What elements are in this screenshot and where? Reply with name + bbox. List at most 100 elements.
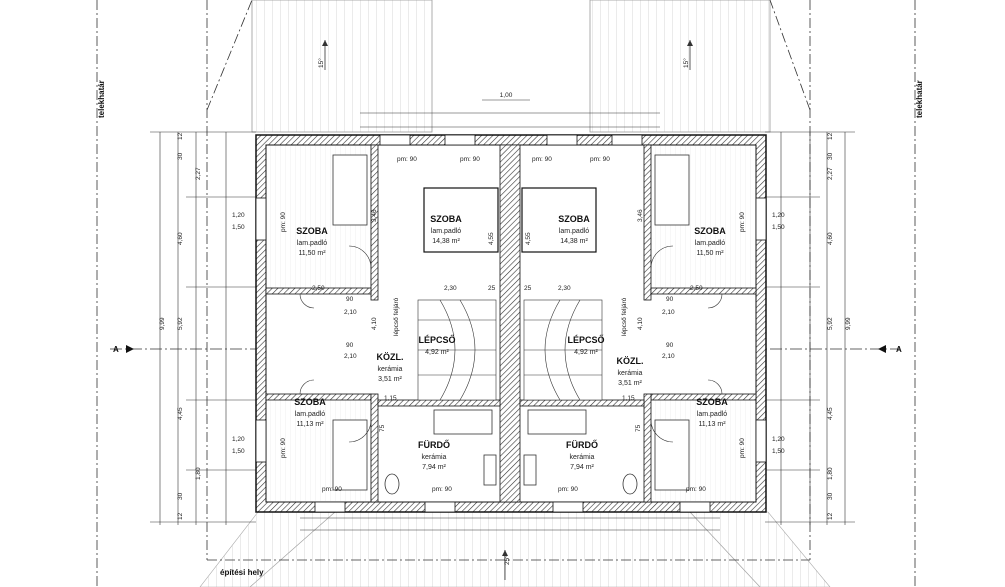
windows xyxy=(255,134,767,513)
dim-left-012a: 12 xyxy=(177,132,184,140)
dim-int-90-left-b: 90 xyxy=(346,342,354,349)
room-szoba-bot-left: SZOBA lam.padló 11,13 m² xyxy=(294,397,326,428)
roof-angle-bottom: 25° xyxy=(503,555,511,565)
dim-int-250-right: 2,50 xyxy=(690,285,703,292)
room-name: KÖZL. xyxy=(377,352,404,362)
dim-left-460: 4,60 xyxy=(177,232,184,245)
room-szoba-top-left: SZOBA lam.padló 11,50 m² xyxy=(296,226,328,257)
stair-right xyxy=(523,299,603,401)
dimension-chain-top xyxy=(360,99,660,128)
dim-int-410-left: 4,10 xyxy=(371,317,378,330)
room-area: 11,13 m² xyxy=(296,421,324,428)
dim-left-227: 2,27 xyxy=(195,167,202,180)
dim-int-410-right: 4,10 xyxy=(637,317,644,330)
dim-left-999: 9,99 xyxy=(159,317,166,330)
room-kozl-right: KÖZL. kerámia 3,51 m² xyxy=(617,356,644,387)
dim-right-012b: 12 xyxy=(827,512,834,520)
room-name: SZOBA xyxy=(694,226,726,236)
stair-box-right: lépcső feljáró xyxy=(621,297,628,336)
room-floor: kerámia xyxy=(618,370,643,377)
room-name: KÖZL. xyxy=(617,356,644,366)
furniture xyxy=(332,154,690,495)
room-floor: lam.padló xyxy=(697,411,727,418)
dim-left-030a: 30 xyxy=(177,152,184,160)
pm90-top-1: pm: 90 xyxy=(397,156,417,163)
pm90-side-4: pm: 90 xyxy=(739,438,746,458)
pm90-top-2: pm: 90 xyxy=(460,156,480,163)
dim-right-445: 4,45 xyxy=(827,407,834,420)
room-lepcso-right: LÉPCSŐ 4,92 m² xyxy=(567,334,604,356)
dim-left-150b: 1,50 xyxy=(232,448,245,455)
door-swings xyxy=(299,245,723,443)
room-floor: lam.padló xyxy=(295,411,325,418)
dimension-chain-bottom xyxy=(300,517,720,531)
dim-left-120b: 1,20 xyxy=(232,436,245,443)
pm90-top-4: pm: 90 xyxy=(590,156,610,163)
dim-right-012a: 12 xyxy=(827,132,834,140)
dim-left-592: 5,92 xyxy=(177,317,184,330)
room-area: 14,38 m² xyxy=(432,238,460,245)
stair-left xyxy=(417,299,497,401)
dim-int-25-right: 25 xyxy=(524,285,532,292)
room-name: LÉPCSŐ xyxy=(567,334,604,345)
dim-int-75-left: 75 xyxy=(379,424,386,432)
room-frame-mid-right xyxy=(521,187,597,253)
dimension-chain-right xyxy=(765,131,855,525)
dim-right-150b: 1,50 xyxy=(772,448,785,455)
room-area: 4,92 m² xyxy=(574,349,598,356)
dim-left-445: 4,45 xyxy=(177,407,184,420)
room-kozl-left: KÖZL. kerámia 3,51 m² xyxy=(377,352,404,383)
dim-int-90-right-a: 90 xyxy=(666,296,674,303)
building-area-label: építési hely xyxy=(220,568,264,577)
dim-left-180: 1,80 xyxy=(195,467,202,480)
dim-int-210-left-b: 2,10 xyxy=(344,353,357,360)
pm90-bottom-2: pm: 90 xyxy=(432,486,452,493)
dim-left-012b: 12 xyxy=(177,512,184,520)
dim-right-460: 4,60 xyxy=(827,232,834,245)
interior-walls xyxy=(265,144,757,503)
room-name: SZOBA xyxy=(430,214,462,224)
room-name: SZOBA xyxy=(296,226,328,236)
dim-int-210-right-b: 2,10 xyxy=(662,353,675,360)
room-area: 11,50 m² xyxy=(298,250,326,257)
property-line-label-right: telekhatár xyxy=(915,80,924,118)
dim-int-90-right-b: 90 xyxy=(666,342,674,349)
pm90-side-2: pm: 90 xyxy=(280,438,287,458)
pm90-bottom-3: pm: 90 xyxy=(558,486,578,493)
room-szoba-mid-right: SZOBA lam.padló 14,38 m² xyxy=(558,214,590,245)
dim-right-999: 9,99 xyxy=(845,317,852,330)
room-name: SZOBA xyxy=(558,214,590,224)
room-area: 3,51 m² xyxy=(618,380,642,387)
roof-bottom xyxy=(199,511,831,587)
dim-left-030b: 30 xyxy=(177,492,184,500)
dim-right-150a: 1,50 xyxy=(772,224,785,231)
room-area: 4,92 m² xyxy=(425,349,449,356)
dim-int-346-left: 3,46 xyxy=(371,209,378,222)
dim-right-120a: 1,20 xyxy=(772,212,785,219)
dim-int-75-right: 75 xyxy=(635,424,642,432)
room-frame-mid-left xyxy=(423,187,499,253)
room-area: 14,38 m² xyxy=(560,238,588,245)
room-area: 3,51 m² xyxy=(378,376,402,383)
room-lepcso-left: LÉPCSŐ 4,92 m² xyxy=(418,334,455,356)
room-szoba-bot-right: SZOBA lam.padló 11,13 m² xyxy=(696,397,728,428)
pm90-side-1: pm: 90 xyxy=(280,212,287,232)
dim-int-115-right: 1,15 xyxy=(622,395,635,402)
dim-int-455-right: 4,55 xyxy=(525,232,532,245)
dim-top-100: 1,00 xyxy=(500,92,513,99)
room-area: 7,94 m² xyxy=(422,464,446,471)
room-area: 7,94 m² xyxy=(570,464,594,471)
dim-int-250-left: 2,50 xyxy=(312,285,325,292)
dim-int-230-left: 2,30 xyxy=(444,285,457,292)
room-area: 11,50 m² xyxy=(696,250,724,257)
section-mark-left: A xyxy=(113,345,119,354)
stair-box-left: lépcső feljáró xyxy=(393,297,400,336)
room-name: SZOBA xyxy=(294,397,326,407)
dim-right-030b: 30 xyxy=(827,492,834,500)
room-floor: lam.padló xyxy=(297,240,327,247)
room-furdo-left: FÜRDŐ kerámia 7,94 m² xyxy=(418,439,450,471)
roof-angle-left: 15° xyxy=(317,58,325,68)
dim-left-150a: 1,50 xyxy=(232,224,245,231)
dimension-chain-left xyxy=(150,131,256,525)
